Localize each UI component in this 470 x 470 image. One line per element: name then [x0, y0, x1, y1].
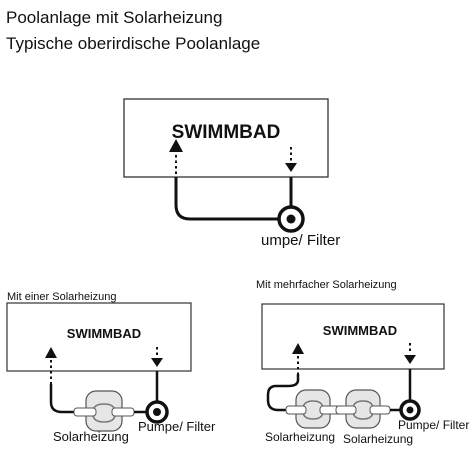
- single-heater-caption: Mit einer Solarheizung: [7, 291, 116, 303]
- pump-label: umpe/ Filter: [261, 232, 340, 249]
- suction-arrow-icon: [285, 163, 297, 172]
- solar-heater-icon: [73, 390, 135, 432]
- typical-setup: SWIMMBAD umpe/ Filter: [123, 98, 340, 249]
- pump-filter-icon: [277, 205, 305, 233]
- multiple-heater-caption: Mit mehrfacher Solarheizung: [256, 279, 397, 291]
- return-pipe: [169, 139, 280, 221]
- suction-arrow-icon: [404, 355, 416, 364]
- solar-heater-label: Solarheizung: [343, 432, 413, 446]
- pool-label: SWIMMBAD: [172, 122, 281, 143]
- solar-heater-label: Solarheizung: [53, 429, 129, 444]
- suction-pipe: [285, 147, 297, 206]
- solar-heater-icon: [285, 389, 341, 429]
- page-title: Poolanlage mit Solarheizung: [6, 8, 223, 27]
- solar-heater-icon: [335, 389, 391, 429]
- return-arrow-icon: [292, 343, 304, 354]
- pool-label: SWIMMBAD: [67, 326, 141, 341]
- return-arrow-icon: [169, 139, 183, 152]
- pump-label: Pumpe/ Filter: [138, 419, 216, 434]
- solar-heater-label: Solarheizung: [265, 430, 335, 444]
- pump-label: Pumpe/ Filter: [398, 418, 469, 432]
- pump-filter-icon: [399, 399, 421, 421]
- pump-filter-icon: [145, 400, 169, 424]
- return-arrow-icon: [45, 347, 57, 358]
- single-heater-setup: Mit einer Solarheizung SWIMMBAD Solarhei…: [6, 291, 216, 444]
- multiple-heater-setup: Mit mehrfacher Solarheizung SWIMMBAD: [256, 279, 469, 446]
- suction-arrow-icon: [151, 358, 163, 367]
- pool-label: SWIMMBAD: [323, 323, 397, 338]
- page-subtitle: Typische oberirdische Poolanlage: [6, 34, 261, 53]
